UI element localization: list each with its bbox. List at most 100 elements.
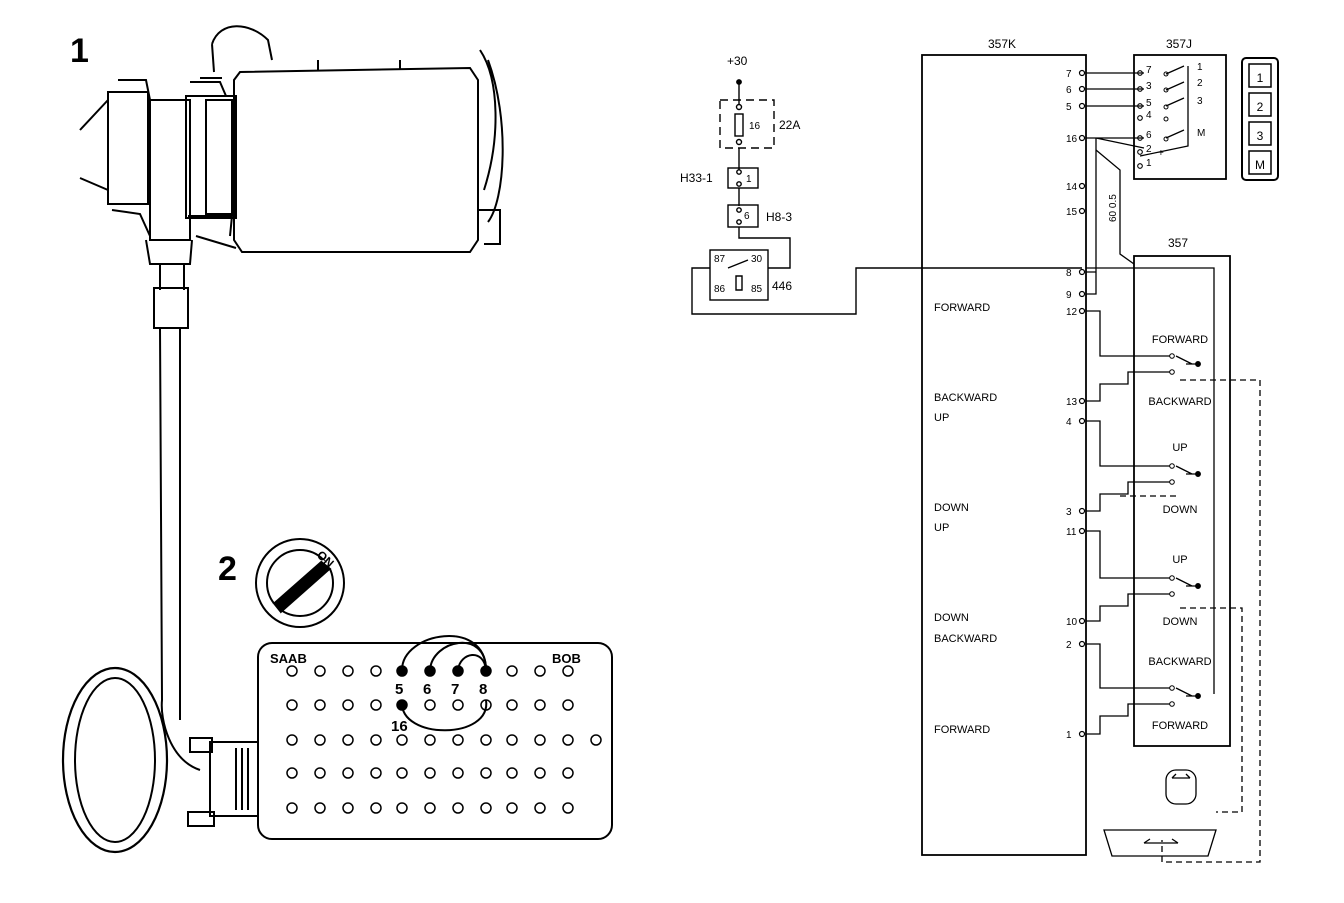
memory-button-3 — [1248, 121, 1272, 146]
supply-terminal-label: +30 — [727, 54, 748, 68]
fuse-ref: 22A — [779, 118, 800, 132]
357k-pin-terminal — [1078, 527, 1086, 535]
357k-pin-14: 14 — [1066, 182, 1078, 193]
bob-socket — [342, 734, 354, 746]
357j-right-2: 2 — [1197, 78, 1203, 89]
h8-pin: 6 — [744, 211, 750, 222]
bob-socket — [424, 699, 436, 711]
357k-pin-13: 13 — [1066, 397, 1078, 408]
bob-socket — [370, 734, 382, 746]
357-contact — [1169, 591, 1175, 597]
memory-button-label-1: 1 — [1257, 71, 1264, 85]
357k-function-6: DOWN — [934, 612, 969, 624]
bob-socket — [424, 734, 436, 746]
bob-socket — [452, 734, 464, 746]
357j-right-m: M — [1197, 128, 1205, 139]
bob-socket — [286, 665, 298, 677]
bob-socket — [452, 699, 464, 711]
357j-pin-3: 3 — [1146, 81, 1152, 92]
357-common-contact — [1195, 693, 1201, 699]
bob-socket-grid — [286, 665, 602, 814]
357-label-8: FORWARD — [1152, 720, 1208, 732]
bob-socket — [314, 767, 326, 779]
357-contact — [1169, 353, 1175, 359]
357-label-2: BACKWARD — [1148, 396, 1211, 408]
357j-pin-terminal — [1137, 149, 1143, 155]
357k-pin-terminal — [1078, 617, 1086, 625]
bob-socket — [396, 734, 408, 746]
bob-pin-5: 5 — [395, 681, 403, 698]
bob-socket — [534, 665, 546, 677]
357j-pin-terminal — [1137, 115, 1143, 121]
bob-socket — [286, 699, 298, 711]
memory-button-M — [1248, 150, 1272, 175]
357k-pin-terminal — [1078, 307, 1086, 315]
357-contact — [1169, 685, 1175, 691]
supply-circuit: +30 16 22A 1 H33-1 6 H8-3 87 30 86 85 44… — [680, 54, 1082, 315]
bob-right-label: BOB — [552, 651, 581, 666]
bob-socket — [562, 734, 574, 746]
357-common-contact — [1195, 471, 1201, 477]
bob-socket — [396, 767, 408, 779]
357-title: 357 — [1168, 236, 1188, 250]
h8-label: H8-3 — [766, 210, 792, 224]
357-contact — [1169, 369, 1175, 375]
h33-pin: 1 — [746, 174, 752, 185]
357-common-contact — [1195, 583, 1201, 589]
ignition-switch-icon: ON — [255, 538, 345, 628]
bob-pin-6: 6 — [423, 681, 431, 698]
357-contact — [1169, 463, 1175, 469]
bob-pin-16: 16 — [391, 718, 408, 735]
357k-pin-terminal — [1078, 397, 1086, 405]
fuse-number: 16 — [749, 121, 761, 132]
memory-button-1 — [1248, 63, 1272, 88]
357-switch-wire — [1086, 643, 1170, 735]
357j-title: 357J — [1166, 37, 1192, 51]
357k-pin-terminal — [1078, 290, 1086, 298]
357j-pin-6: 6 — [1146, 130, 1152, 141]
bob-socket — [534, 767, 546, 779]
357k-function-5: UP — [934, 522, 949, 534]
357j-right-3: 3 — [1197, 96, 1203, 107]
357-label-4: DOWN — [1163, 504, 1198, 516]
bob-pin-8: 8 — [479, 681, 487, 698]
bob-socket — [562, 699, 574, 711]
bob-socket — [370, 802, 382, 814]
357k-pin-terminal — [1078, 417, 1086, 425]
357k-function-1: FORWARD — [934, 302, 990, 314]
357k-pin-4: 4 — [1066, 417, 1072, 428]
357j-contact — [1163, 116, 1169, 122]
357j-pin-7: 7 — [1146, 65, 1152, 76]
bob-socket — [452, 767, 464, 779]
357-common-contact — [1195, 361, 1201, 367]
bob-socket — [506, 699, 518, 711]
357-switch-wire — [1086, 530, 1170, 622]
bob-socket — [424, 767, 436, 779]
bob-socket — [480, 734, 492, 746]
357-label-1: FORWARD — [1152, 334, 1208, 346]
relay-pin-87: 87 — [714, 254, 726, 265]
bob-socket — [590, 734, 602, 746]
breakout-box: SAAB BOB 5 6 7 8 16 — [257, 635, 613, 840]
bob-socket — [480, 802, 492, 814]
step-1-label: 1 — [70, 32, 89, 70]
357k-pin-6: 6 — [1066, 85, 1072, 96]
357k-function-3: UP — [934, 412, 949, 424]
357-label-6: DOWN — [1163, 616, 1198, 628]
step-2-label: 2 — [218, 550, 237, 588]
bob-pin-7: 7 — [451, 681, 459, 698]
357k-pin-10: 10 — [1066, 617, 1078, 628]
357-label-5: UP — [1172, 554, 1187, 566]
bob-socket — [342, 699, 354, 711]
bob-socket — [506, 665, 518, 677]
357k-function-8: FORWARD — [934, 724, 990, 736]
357k-pin-15: 15 — [1066, 207, 1078, 218]
control-module-illustration — [61, 25, 504, 854]
357-contact — [1169, 701, 1175, 707]
bob-socket — [562, 665, 574, 677]
357k-pin-2: 2 — [1066, 640, 1072, 651]
357k-function-7: BACKWARD — [934, 633, 997, 645]
